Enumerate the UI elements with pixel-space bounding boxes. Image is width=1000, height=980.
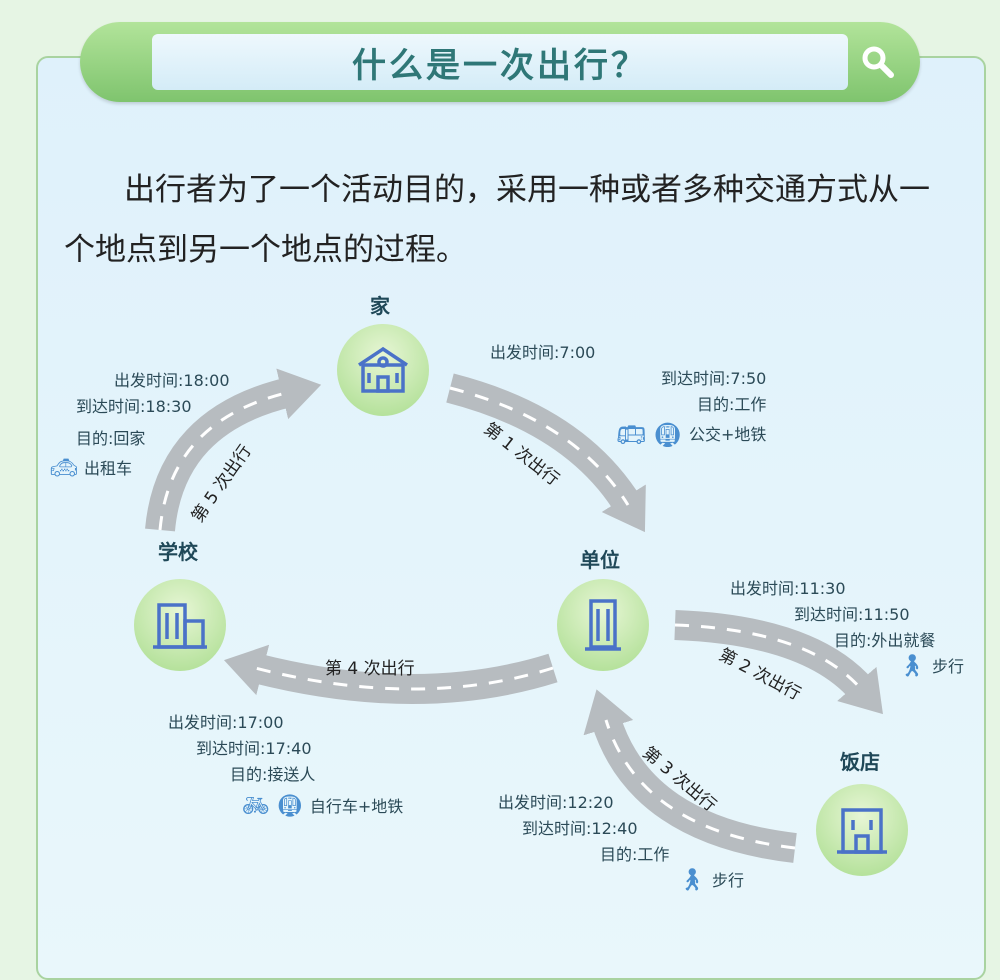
arrive-time: 到达时间:17:40 bbox=[196, 739, 312, 758]
trip-5-road bbox=[145, 368, 322, 532]
depart-time: 出发时间:11:30 bbox=[730, 579, 846, 598]
walk-icon: 🚶︎ bbox=[898, 654, 926, 679]
trip-2-info: 出发时间:11:30 到达时间:11:50 目的:外出就餐 🚶︎ 步行 bbox=[730, 576, 964, 680]
page-title: 什么是一次出行？ bbox=[352, 45, 648, 86]
trip-arrows bbox=[145, 368, 883, 863]
depart-time: 出发时间:7:00 bbox=[490, 343, 596, 362]
arrive-time: 到达时间:7:50 bbox=[661, 369, 767, 388]
work-node bbox=[557, 579, 649, 671]
bicycle-icon: 🚲︎ bbox=[242, 794, 270, 819]
purpose: 目的:工作 bbox=[696, 395, 767, 414]
depart-time: 出发时间:12:20 bbox=[498, 793, 614, 812]
mode: 步行 bbox=[711, 871, 744, 890]
metro-icon: 🚇︎ bbox=[652, 421, 683, 449]
depart-time: 出发时间:18:00 bbox=[114, 371, 230, 390]
school-building-icon bbox=[153, 603, 207, 649]
definition-text: 出行者为了一个活动目的，采用一种或者多种交通方式从一个地点到另一个地点的过程。 bbox=[64, 172, 930, 268]
node-label-work: 单位 bbox=[580, 548, 620, 572]
mode: 自行车+地铁 bbox=[309, 797, 404, 816]
home-node bbox=[337, 324, 429, 416]
house-icon bbox=[358, 346, 408, 393]
depart-time: 出发时间:17:00 bbox=[168, 713, 284, 732]
restaurant-building-icon bbox=[837, 808, 887, 854]
arrive-time: 到达时间:12:40 bbox=[522, 819, 638, 838]
trip-3-info: 出发时间:12:20 到达时间:12:40 目的:工作 🚶︎ 步行 bbox=[498, 790, 744, 894]
mode: 公交+地铁 bbox=[688, 425, 767, 444]
node-label-restaurant: 饭店 bbox=[840, 750, 880, 774]
trip-1-info: 出发时间:7:00 到达时间:7:50 目的:工作 🚌︎🚇︎ 公交+地铁 bbox=[490, 340, 766, 448]
purpose: 目的:外出就餐 bbox=[834, 631, 936, 650]
school-node bbox=[134, 579, 226, 671]
search-icon bbox=[862, 46, 894, 78]
mode: 步行 bbox=[931, 657, 964, 676]
trip-4-info: 出发时间:17:00 到达时间:17:40 目的:接送人 🚲︎🚇︎ 自行车+地铁 bbox=[168, 710, 403, 820]
purpose: 目的:接送人 bbox=[230, 765, 316, 784]
metro-icon: 🚇︎ bbox=[275, 794, 304, 819]
purpose: 目的:回家 bbox=[76, 429, 146, 448]
arrive-time: 到达时间:18:30 bbox=[76, 397, 192, 416]
title-banner: 什么是一次出行？ bbox=[80, 22, 920, 102]
mode: 出租车 bbox=[83, 459, 132, 478]
node-label-home: 家 bbox=[370, 294, 390, 318]
taxi-icon: 🚕︎ bbox=[50, 456, 78, 481]
office-building-icon bbox=[585, 599, 621, 651]
node-label-school: 学校 bbox=[158, 540, 198, 564]
restaurant-node bbox=[816, 784, 908, 876]
arrive-time: 到达时间:11:50 bbox=[794, 605, 910, 624]
trip-4-label: 第 4 次出行 bbox=[325, 659, 415, 679]
trip-5-info: 出发时间:18:00 到达时间:18:30 目的:回家 🚕︎ 出租车 bbox=[50, 368, 230, 482]
purpose: 目的:工作 bbox=[600, 845, 670, 864]
walk-icon: 🚶︎ bbox=[678, 868, 706, 893]
bus-icon: 🚌︎ bbox=[616, 421, 647, 449]
